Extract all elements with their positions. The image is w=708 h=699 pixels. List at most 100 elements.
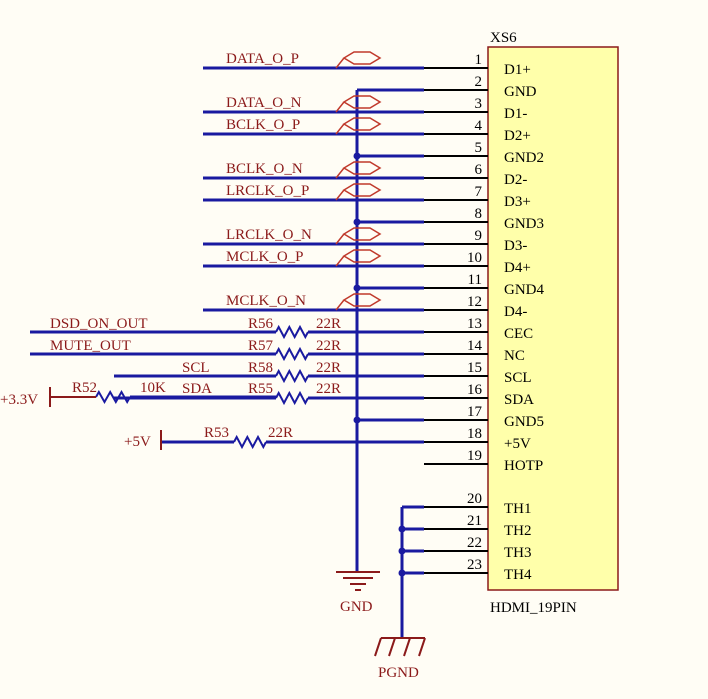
pin-name-5: GND2 bbox=[504, 150, 544, 166]
pgnd-symbol: PGND bbox=[374, 637, 426, 681]
pin-number-18: 18 bbox=[467, 426, 482, 442]
resistor-ref: R58 bbox=[248, 360, 273, 376]
port-symbol bbox=[335, 117, 382, 135]
net-label: DSD_ON_OUT bbox=[50, 316, 148, 332]
port-symbol bbox=[335, 227, 382, 245]
resistor-value: 22R bbox=[316, 316, 341, 332]
port-symbol bbox=[335, 293, 382, 311]
pin-name-8: GND3 bbox=[504, 216, 544, 232]
pin-number-20: 20 bbox=[467, 491, 482, 507]
pin-name-13: CEC bbox=[504, 326, 533, 342]
pin-number-13: 13 bbox=[467, 316, 482, 332]
resistor-value: 22R bbox=[316, 338, 341, 354]
resistor-value: 22R bbox=[316, 360, 341, 376]
port-net-label: DATA_O_N bbox=[226, 95, 302, 111]
connector-designator: XS6 bbox=[490, 30, 517, 46]
wires bbox=[30, 66, 424, 638]
pin-name-4: D2+ bbox=[504, 128, 531, 144]
port-symbol bbox=[335, 183, 382, 201]
junction-dot bbox=[353, 218, 361, 226]
resistor-net-13: DSD_ON_OUT R56 22R bbox=[50, 316, 341, 332]
pin-number-23: 23 bbox=[467, 557, 482, 573]
pin-number-2: 2 bbox=[475, 74, 483, 90]
junction-dot bbox=[353, 284, 361, 292]
pin-number-21: 21 bbox=[467, 513, 482, 529]
pin-name-2: GND bbox=[504, 84, 537, 100]
pin-number-14: 14 bbox=[467, 338, 483, 354]
five-volt-resistor-body bbox=[233, 434, 267, 450]
resistor-body-15 bbox=[275, 368, 309, 384]
pullup-ref: R52 bbox=[72, 380, 97, 396]
port-symbol bbox=[335, 249, 382, 267]
pin-name-16: SDA bbox=[504, 392, 534, 408]
resistor-net-16: SDA R55 22R bbox=[182, 381, 341, 397]
pin-number-9: 9 bbox=[475, 228, 483, 244]
junction-dot bbox=[353, 152, 361, 160]
pin-name-6: D2- bbox=[504, 172, 527, 188]
net-label: SCL bbox=[182, 360, 210, 376]
port-net-label: BCLK_O_N bbox=[226, 161, 303, 177]
pin-number-3: 3 bbox=[475, 96, 483, 112]
pullup-value: 10K bbox=[140, 380, 166, 396]
pin-name-20: TH1 bbox=[504, 501, 532, 517]
gnd-label: GND bbox=[340, 599, 373, 615]
resistor-ref: R57 bbox=[248, 338, 274, 354]
resistor-body-13 bbox=[275, 324, 309, 340]
pin-number-6: 6 bbox=[475, 162, 483, 178]
connector-body bbox=[487, 46, 619, 591]
pin-name-7: D3+ bbox=[504, 194, 531, 210]
pin-number-19: 19 bbox=[467, 448, 482, 464]
junction-dot bbox=[398, 569, 406, 577]
supply-3v3-symbol bbox=[49, 387, 96, 407]
pin-name-14: NC bbox=[504, 348, 525, 364]
pin-name-3: D1- bbox=[504, 106, 527, 122]
pullup-body bbox=[95, 389, 131, 405]
pin-name-19: HOTP bbox=[504, 458, 543, 474]
supply-3v3-label: +3.3V bbox=[0, 392, 38, 408]
five-volt-value: 22R bbox=[268, 425, 293, 441]
resistor-ref: R56 bbox=[248, 316, 274, 332]
port-symbol bbox=[335, 95, 382, 113]
pin-name-23: TH4 bbox=[504, 567, 532, 583]
port-net-label: DATA_O_P bbox=[226, 51, 299, 67]
resistor-net-14: MUTE_OUT R57 22R bbox=[50, 338, 341, 354]
pin-name-1: D1+ bbox=[504, 62, 531, 78]
five-volt-resistor: +5V R53 22R bbox=[124, 425, 293, 450]
net-label: SDA bbox=[182, 381, 212, 397]
port-net-label: MCLK_O_P bbox=[226, 249, 304, 265]
port-net-label: LRCLK_O_P bbox=[226, 183, 309, 199]
supply-5v-label: +5V bbox=[124, 434, 151, 450]
port-net-label: BCLK_O_P bbox=[226, 117, 300, 133]
port-symbol bbox=[335, 51, 382, 69]
connector-pins: 1D1+2GND3D1-4D2+5GND26D2-7D3+8GND39D3-10… bbox=[424, 52, 544, 583]
pullup-resistor: +3.3V R52 10K bbox=[0, 380, 166, 408]
pin-number-12: 12 bbox=[467, 294, 482, 310]
junction-dot bbox=[353, 416, 361, 424]
port-symbol bbox=[335, 161, 382, 179]
pin-number-8: 8 bbox=[475, 206, 483, 222]
junction-dot bbox=[398, 547, 406, 555]
resistor-value: 22R bbox=[316, 381, 341, 397]
resistor-body-14 bbox=[275, 346, 309, 362]
pin-number-15: 15 bbox=[467, 360, 482, 376]
pin-number-17: 17 bbox=[467, 404, 483, 420]
pin-name-11: GND4 bbox=[504, 282, 544, 298]
port-net-label: MCLK_O_N bbox=[226, 293, 306, 309]
connector-part-name: HDMI_19PIN bbox=[490, 600, 577, 616]
pin-name-21: TH2 bbox=[504, 523, 532, 539]
pin-number-11: 11 bbox=[468, 272, 482, 288]
pin-number-7: 7 bbox=[475, 184, 483, 200]
pin-number-1: 1 bbox=[475, 52, 483, 68]
pin-number-22: 22 bbox=[467, 535, 482, 551]
pin-number-16: 16 bbox=[467, 382, 483, 398]
pin-number-5: 5 bbox=[475, 140, 483, 156]
pin-name-17: GND5 bbox=[504, 414, 544, 430]
pin-name-12: D4- bbox=[504, 304, 527, 320]
pgnd-label: PGND bbox=[378, 665, 419, 681]
resistor-ref: R55 bbox=[248, 381, 273, 397]
resistor-net-15: SCL R58 22R bbox=[182, 360, 341, 376]
pin-name-22: TH3 bbox=[504, 545, 532, 561]
five-volt-ref: R53 bbox=[204, 425, 229, 441]
port-net-label: LRCLK_O_N bbox=[226, 227, 312, 243]
